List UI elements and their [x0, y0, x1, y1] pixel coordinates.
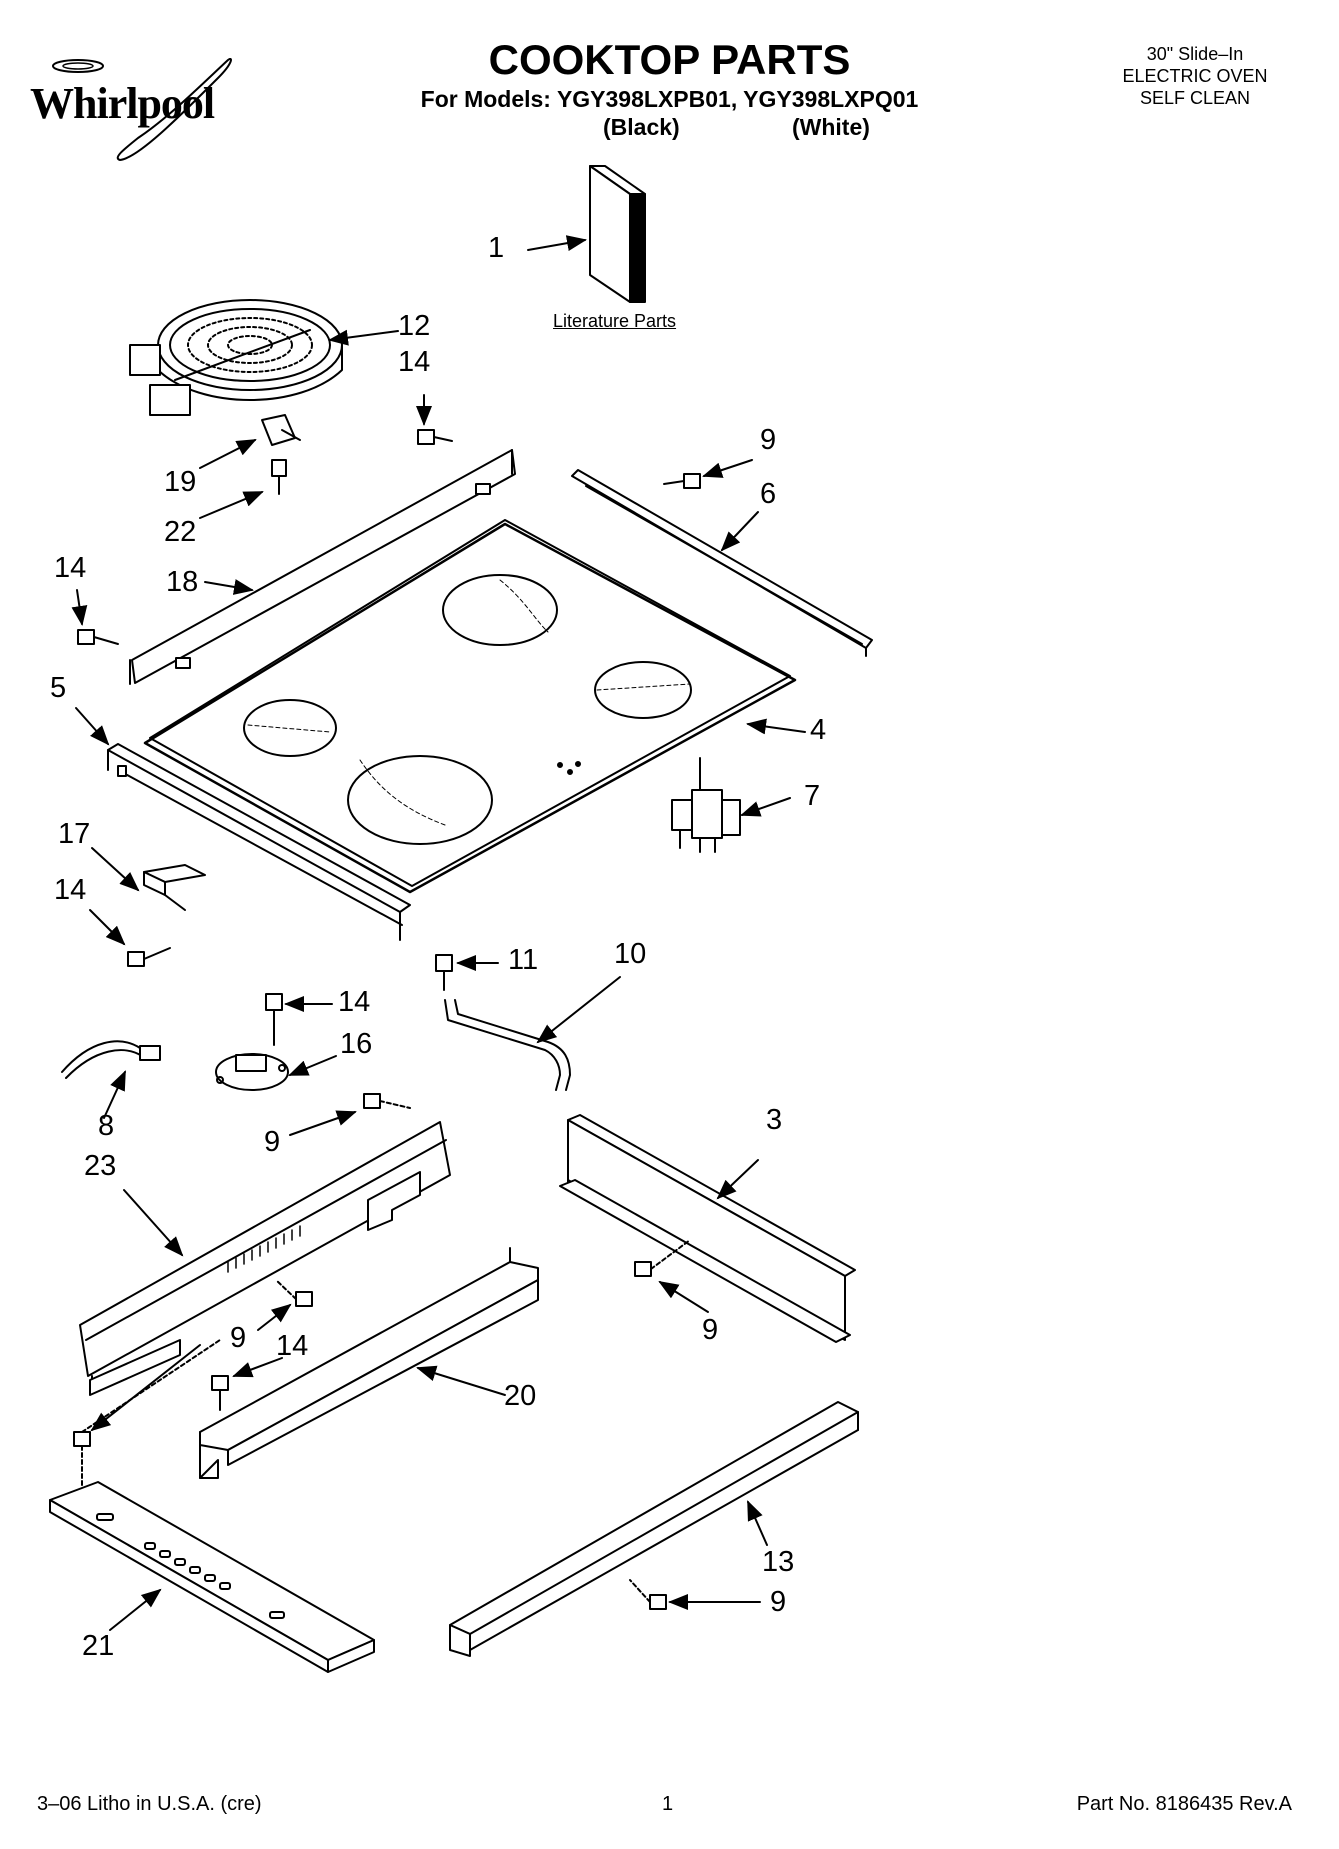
front-trim	[107, 743, 411, 941]
callout-10: 10	[614, 938, 647, 970]
screw-14d	[265, 993, 283, 1046]
wire-harness-8	[61, 1040, 161, 1079]
screw-14c	[127, 947, 171, 967]
screw-14a	[417, 429, 453, 445]
limiter-16	[215, 1053, 289, 1091]
support-channel-20	[199, 1247, 539, 1479]
footer-print-info: 3–06 Litho in U.S.A. (cre)	[37, 1793, 262, 1815]
screw-11	[435, 954, 453, 991]
screw-9f	[629, 1579, 667, 1610]
callout-9: 9	[230, 1322, 247, 1354]
callout-14: 14	[276, 1330, 309, 1362]
screw-9a	[663, 473, 701, 489]
rear-channel-3	[559, 1114, 856, 1343]
support-rod-10	[444, 999, 571, 1091]
callout-12: 12	[398, 310, 431, 342]
screw-22	[271, 459, 287, 495]
variant-black-label: (Black)	[603, 114, 680, 140]
callout-16: 16	[340, 1028, 373, 1060]
models-line: For Models: YGY398LXPB01, YGY398LXPQ01	[420, 86, 919, 112]
radiant-element	[129, 299, 343, 416]
callout-14: 14	[54, 874, 87, 906]
page-number: 1	[662, 1793, 674, 1815]
literature-booklet	[589, 165, 646, 303]
callout-11: 11	[508, 944, 539, 976]
callout-23: 23	[84, 1150, 117, 1182]
callout-22: 22	[164, 516, 197, 548]
brand-wordmark: Whirlpool	[30, 79, 215, 128]
screw-9d	[634, 1239, 691, 1277]
oven-type-line-3: SELF CLEAN	[1139, 88, 1251, 108]
callout-18: 18	[166, 566, 199, 598]
callout-13: 13	[762, 1546, 795, 1578]
glass-cooktop	[143, 519, 797, 894]
whirlpool-logo	[52, 58, 232, 162]
screw-14b	[77, 629, 119, 645]
callout-14: 14	[54, 552, 87, 584]
screw-9c	[275, 1279, 313, 1307]
callout-14: 14	[338, 986, 371, 1018]
callout-9: 9	[702, 1314, 719, 1346]
vent-channel-23	[79, 1121, 451, 1396]
callout-1: 1	[488, 232, 505, 264]
callout-5: 5	[50, 672, 67, 704]
oven-type-line-2: ELECTRIC OVEN	[1122, 66, 1268, 86]
callout-9: 9	[770, 1586, 787, 1618]
screw-9b	[363, 1093, 411, 1109]
callout-8: 8	[98, 1110, 115, 1142]
variant-white-label: (White)	[792, 114, 870, 140]
page-title: COOKTOP PARTS	[488, 36, 851, 83]
front-channel-13	[449, 1401, 859, 1657]
control-panel-21	[49, 1481, 375, 1673]
callout-19: 19	[164, 466, 197, 498]
callout-9: 9	[264, 1126, 281, 1158]
oven-type-line-1: 30" Slide–In	[1146, 44, 1244, 64]
callout-14: 14	[398, 346, 431, 378]
screw-14e	[211, 1375, 229, 1411]
callout-4: 4	[810, 714, 827, 746]
callout-21: 21	[82, 1630, 115, 1662]
side-trim	[571, 469, 873, 657]
literature-parts-label: Literature Parts	[553, 311, 677, 331]
part-number: Part No. 8186435 Rev.A	[1076, 1793, 1292, 1815]
callout-20: 20	[504, 1380, 537, 1412]
callout-9: 9	[760, 424, 777, 456]
infinite-switch	[671, 757, 741, 853]
rear-trim	[129, 449, 516, 685]
element-clip	[261, 414, 301, 446]
callout-6: 6	[760, 478, 777, 510]
callout-17: 17	[58, 818, 91, 850]
bracket-17	[143, 864, 206, 911]
callout-3: 3	[766, 1104, 783, 1136]
callout-7: 7	[804, 780, 821, 812]
